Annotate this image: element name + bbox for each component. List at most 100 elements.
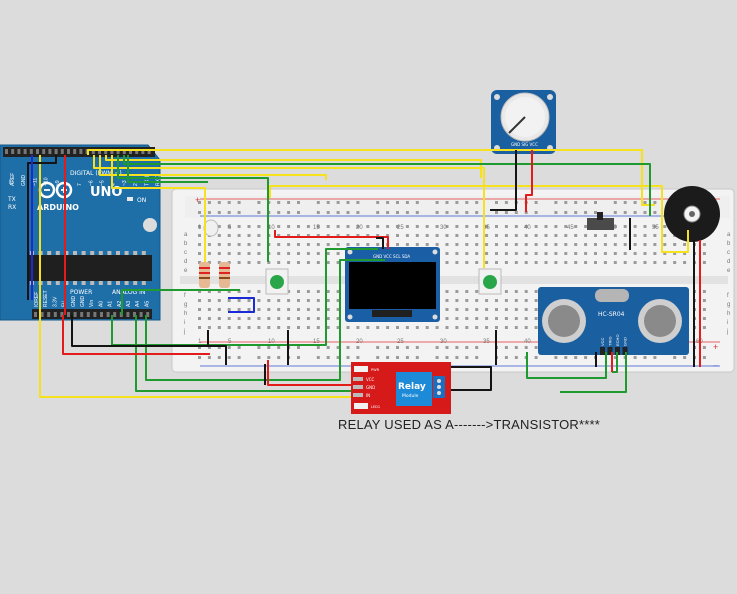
top-pin-label: ~5	[100, 180, 106, 186]
row-letter: e	[727, 268, 731, 274]
top-pin-label: 7	[77, 183, 83, 186]
header-pin	[100, 312, 103, 317]
header-pin	[110, 149, 114, 154]
header-pin	[40, 312, 44, 317]
column-number: 1	[198, 339, 202, 345]
column-number: 25	[397, 225, 404, 231]
wires	[27, 149, 701, 398]
header-pin	[122, 149, 126, 154]
header-pin	[93, 312, 97, 317]
top-pin-label: GND	[21, 175, 27, 187]
ultrasonic-pin-label: GND	[623, 337, 628, 346]
relay-pin-vcc: VCC	[366, 377, 375, 382]
bottom-pin-label: A0	[98, 301, 104, 307]
bottom-pin-label: GND	[80, 296, 86, 308]
top-pin-label: 2	[133, 183, 139, 186]
digital-label: DIGITAL (PWM ~)	[70, 170, 122, 177]
row-letter: j	[183, 329, 185, 335]
ultrasonic-pin-label: ECHO	[615, 334, 620, 346]
ultrasonic-pin-label: VCC	[600, 337, 605, 346]
header-pin	[60, 312, 64, 317]
relay-led1-label: LED1	[371, 405, 380, 409]
header-pin	[133, 312, 136, 317]
buzzer[interactable]	[664, 186, 720, 242]
header-pin	[48, 149, 52, 154]
relay-pins: VCC GND IN	[353, 377, 375, 398]
bottom-pin-label: IOREF	[34, 292, 40, 307]
resistor-1[interactable]	[199, 262, 210, 288]
row-letter: d	[184, 259, 187, 265]
relay-caption: RELAY USED AS A------->TRANSISTOR****	[338, 417, 601, 432]
column-number: 55	[652, 225, 659, 231]
row-letter: c	[727, 250, 730, 256]
header-pin	[47, 312, 51, 317]
relay-pwr-label: PWR	[371, 368, 380, 372]
bottom-pin-label: Vin	[89, 300, 95, 307]
ultrasonic-model: HC-SR04	[598, 311, 625, 318]
potentiometer[interactable]: GND SIG VCC	[491, 90, 556, 154]
led[interactable]	[203, 219, 219, 237]
push-button-1[interactable]	[265, 268, 289, 295]
header-pin	[42, 149, 46, 154]
tx-label: TX	[7, 196, 16, 203]
header-pin	[36, 149, 39, 154]
header-pin	[129, 149, 132, 154]
header-pin	[91, 149, 95, 154]
rail-plus-mark-2: +	[713, 342, 718, 352]
top-pin-label: ~6	[88, 180, 94, 186]
header-pin	[79, 149, 83, 154]
top-pin-label: ~10	[44, 177, 50, 186]
potentiometer-pin-labels: GND SIG VCC	[511, 142, 538, 147]
bottom-pin-label: GND	[71, 296, 77, 308]
header-pin	[17, 149, 21, 154]
header-pin	[141, 149, 145, 154]
top-pin-label: AREF	[10, 173, 16, 186]
column-number: 1	[198, 225, 202, 231]
row-letter: i	[727, 320, 728, 326]
header-pin	[116, 149, 120, 154]
column-number: 30	[440, 339, 447, 345]
header-pin	[104, 149, 108, 154]
row-letter: f	[727, 293, 729, 299]
bottom-pin-label: A1	[108, 301, 114, 307]
row-letter: g	[184, 302, 187, 308]
row-letter: c	[184, 250, 187, 256]
relay-pin-in: IN	[366, 393, 370, 398]
mounting-hole	[143, 218, 157, 232]
top-pin-label: ~11	[32, 178, 38, 186]
header-pin	[113, 312, 117, 317]
row-letter: e	[184, 268, 188, 274]
rail-plus-mark: +	[195, 195, 200, 205]
header-pin	[67, 149, 70, 154]
push-button-2[interactable]	[478, 268, 502, 295]
top-pin-label: TX 1	[144, 175, 150, 186]
relay-pin-gnd: GND	[366, 385, 375, 390]
relay-module[interactable]: Relay Module PWR LED1 VCC GND IN	[351, 362, 451, 414]
top-pin-label: ~3	[122, 180, 128, 186]
bottom-pin-label: A3	[126, 301, 132, 307]
column-number: 35	[483, 339, 490, 345]
column-number: 5	[228, 225, 232, 231]
row-letter: i	[184, 320, 185, 326]
header-pin	[53, 312, 57, 317]
column-number: 10	[268, 225, 275, 231]
row-letter: a	[184, 232, 188, 238]
column-number: 40	[524, 225, 531, 231]
l-label: L	[9, 179, 13, 186]
header-pin	[86, 312, 90, 317]
header-pin	[29, 149, 33, 154]
header-pin	[34, 312, 37, 317]
bottom-pin-label: RESET	[43, 290, 49, 307]
rail-minus-mark: –	[713, 360, 718, 370]
header-pin	[5, 149, 8, 154]
header-pin	[73, 312, 77, 317]
row-letter: b	[184, 241, 188, 247]
header-pin	[11, 149, 15, 154]
oled-pin-labels: GND VCC SCL SDA	[373, 254, 410, 259]
oled-display[interactable]: GND VCC SCL SDA	[345, 247, 440, 322]
resistor-2[interactable]	[219, 262, 230, 288]
slide-switch[interactable]	[587, 212, 614, 230]
